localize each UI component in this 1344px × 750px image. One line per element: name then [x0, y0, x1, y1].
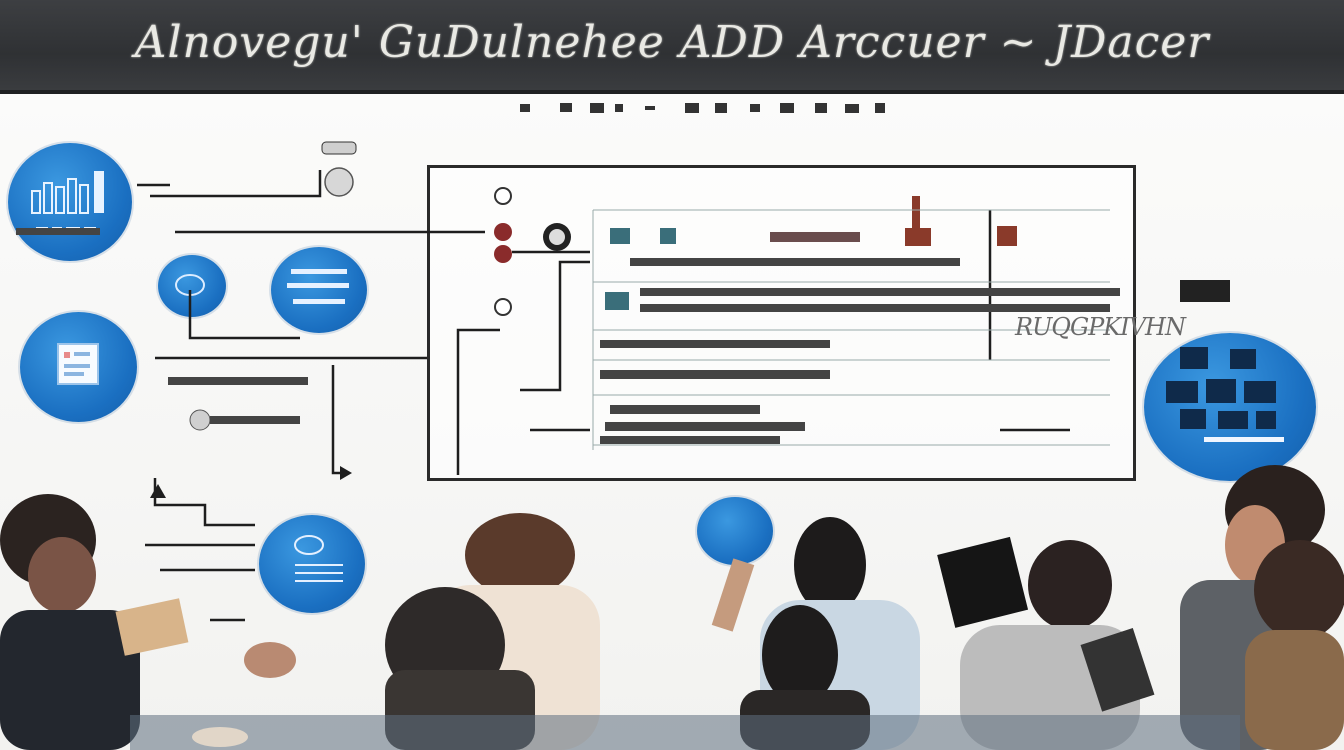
- document-icon: [57, 343, 99, 385]
- right-handwritten-label: RUQGPKIVHN: [1015, 313, 1186, 341]
- tablet-circle: [259, 515, 365, 613]
- scribble-lines: [287, 269, 349, 304]
- building-icon: [905, 196, 1017, 246]
- small-circle-center: [697, 497, 773, 565]
- tablet-icon: [294, 535, 343, 582]
- circle-right: [1144, 333, 1316, 481]
- board-scribble-row: [520, 103, 885, 113]
- scribble-lines: [1166, 347, 1284, 442]
- chalkboard-banner: Alnovegu' GuDulnehee ADD Arccuer ~ JDace…: [0, 0, 1344, 94]
- gear-icon: [549, 229, 565, 245]
- banner-title: Alnovegu' GuDulnehee ADD Arccuer ~ JDace…: [134, 17, 1210, 68]
- circle-text-mid: [271, 247, 367, 333]
- document-circle: [20, 312, 137, 422]
